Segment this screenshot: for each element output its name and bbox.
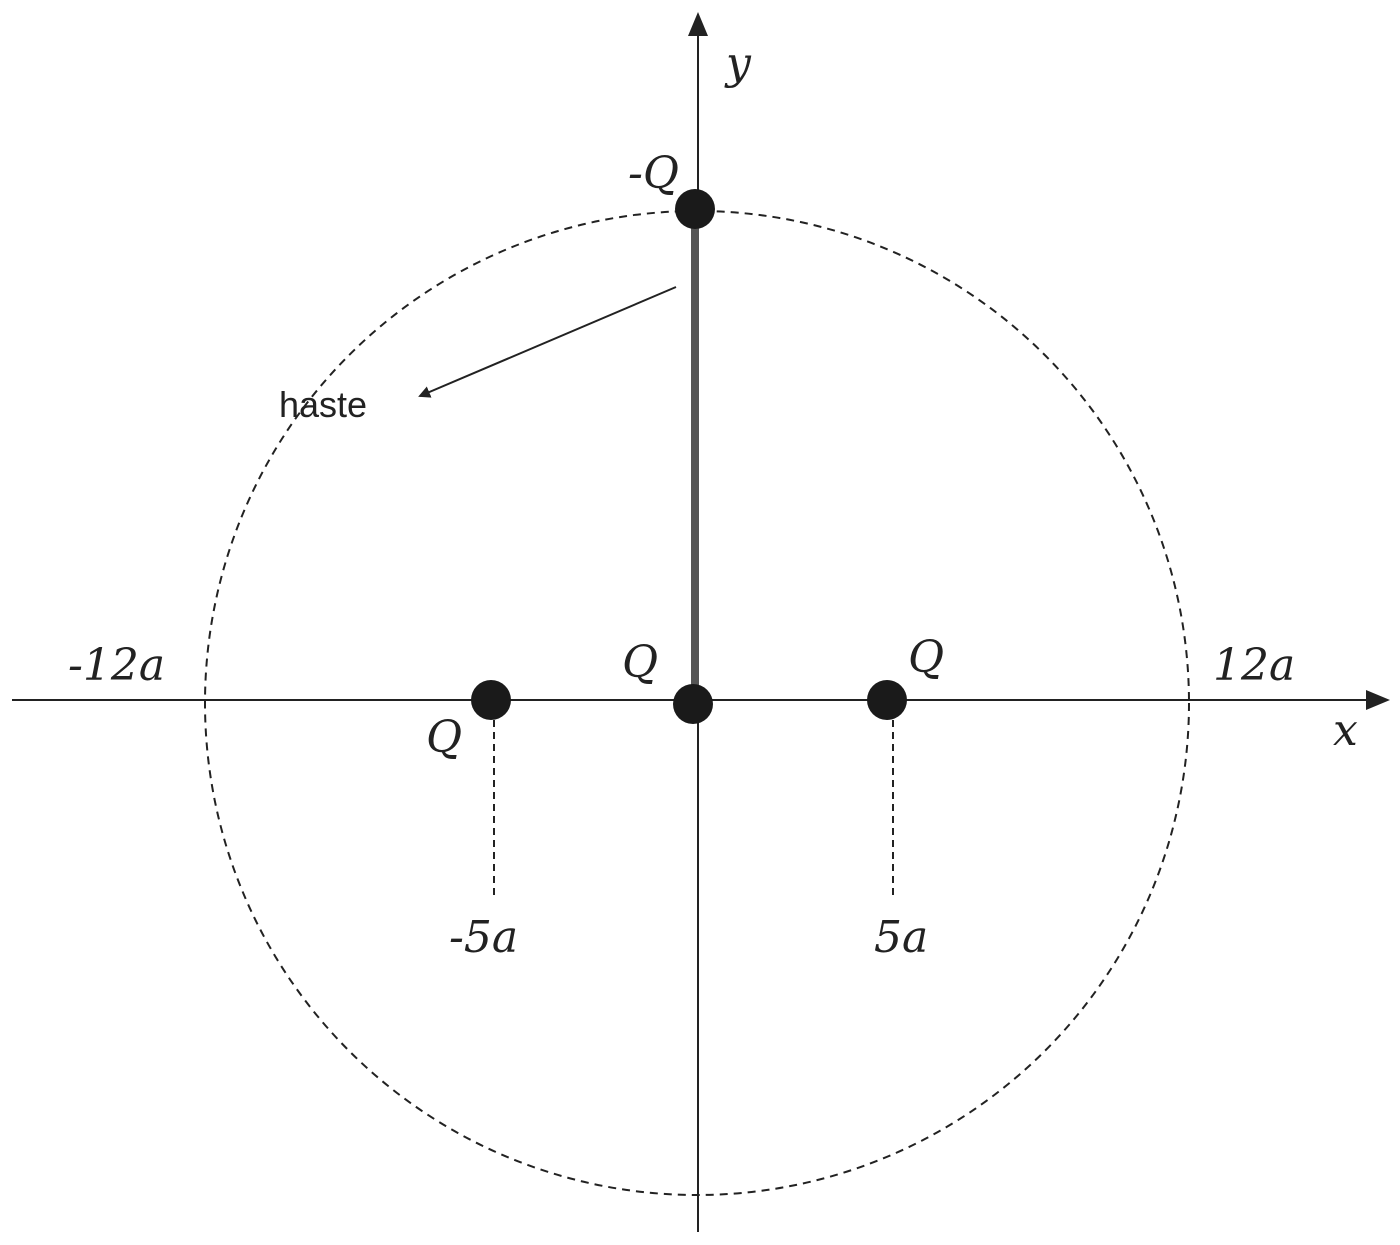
charge-top-label: -Q	[628, 148, 679, 199]
y-axis-arrowhead	[688, 12, 708, 36]
charge-left-label: Q	[426, 712, 462, 763]
charge-right	[867, 680, 907, 720]
circle-right-label: 12a	[1213, 640, 1295, 691]
charge-left	[471, 680, 511, 720]
y-axis-label: y	[724, 38, 752, 89]
position-left-label: -5a	[449, 912, 518, 963]
circle-left-label: -12a	[68, 640, 165, 691]
x-axis-arrowhead	[1366, 690, 1390, 710]
charge-top	[675, 189, 715, 229]
charge-right-label: Q	[908, 632, 944, 683]
rod-pointer-arrow	[418, 286, 677, 398]
charge-origin-label: Q	[622, 637, 658, 688]
position-right-label: 5a	[874, 912, 928, 963]
rod-label: haste	[279, 384, 367, 425]
x-axis-label: x	[1333, 705, 1358, 756]
charge-origin	[673, 684, 713, 724]
